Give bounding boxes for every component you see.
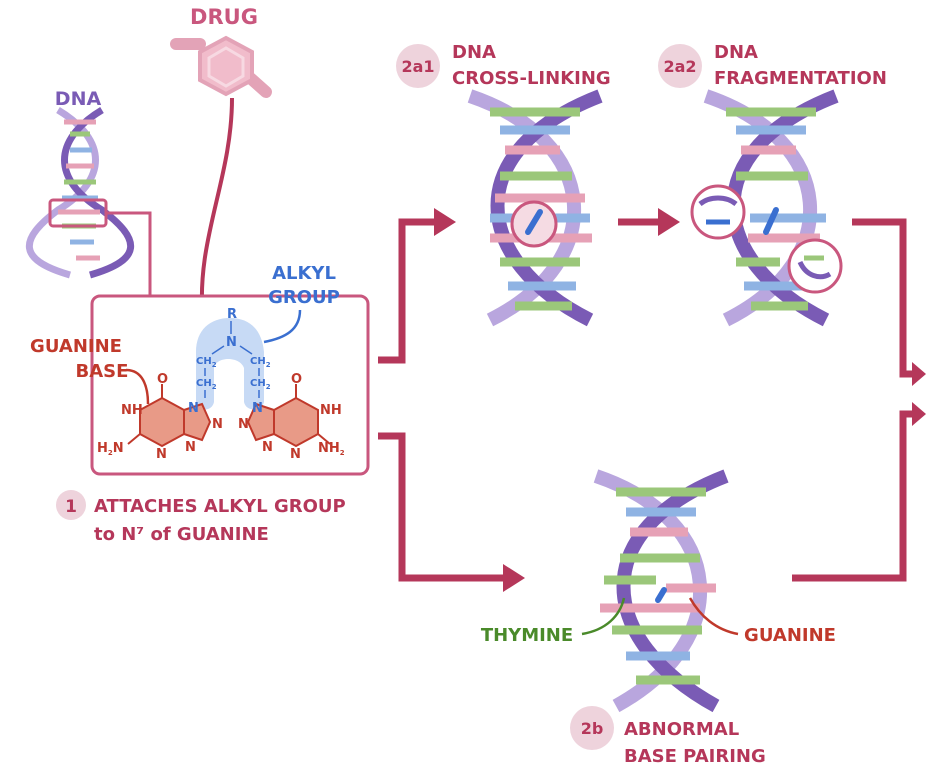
flow-arrows [378,218,918,582]
step1-caption-line1: ATTACHES ALKYL GROUP [94,496,346,517]
right-n-atom: N [318,441,329,456]
step1-caption-line2: to N⁷ of GUANINE [94,524,269,545]
arrowhead-right-upper [912,362,926,386]
ch2-right-top: CH [250,356,266,367]
step2a2-label-line1: DNA [714,42,758,63]
small-dna-helix [26,106,134,279]
thymine-label: THYMINE [481,625,573,646]
crosslinking-dna-helix [467,89,603,327]
right-n7-atom: N [252,401,263,416]
drug-label: DRUG [190,5,258,29]
alkyl-r-atom: R [227,307,237,322]
step1-badge-number: 1 [65,497,77,517]
svg-text:CH2: CH2 [250,378,271,391]
arrowhead-abnormal [503,564,525,592]
ch2-left-top: CH [196,356,212,367]
svg-text:CH2: CH2 [196,356,217,369]
step2a2-badge-text: 2a2 [663,57,696,76]
right-o-atom: O [291,372,302,387]
arrow-fragment-to-right [852,218,918,378]
alkyl-group-pointer [263,309,302,344]
fragment-highlight-circle-upper [690,184,746,240]
step2a1-badge-text: 2a1 [401,57,434,76]
step1-badge [56,490,86,520]
guanine-label: GUANINE [744,625,836,646]
arrowhead-crosslinking [434,208,456,236]
abnormal-pairing-dna-helix [593,469,729,713]
left-o-atom: O [157,372,168,387]
drug-to-guanine-arrow [194,97,234,328]
alkyl-group-label-line2: GROUP [268,287,340,308]
guanine-right-structure: O NH NH2 N N N N [238,372,345,462]
left-h2n-atom: H [97,441,108,456]
fragment-highlight-circle-lower [787,238,843,294]
arrow-to-crosslinking [378,218,436,364]
step2b-badge [570,706,614,750]
step2a1-badge [396,44,440,88]
zoom-connector-line [106,211,152,296]
left-n9-atom: N [185,440,196,455]
left-n3-atom: N [156,447,167,462]
thymine-pointer [581,597,626,636]
left-n-ring-atom: N [212,417,223,432]
arrow-to-abnormal-pairing [378,432,505,582]
alkyl-group-label-line1: ALKYL [272,263,336,284]
step2b-badge-text: 2b [581,719,604,738]
alkyl-n-atom: N [226,335,237,350]
svg-text:H2N: H2N [97,441,124,457]
step2b-label-line1: ABNORMAL [624,719,739,740]
guanine-left-structure: O NH H2N N N N N [97,372,223,462]
alkyl-group-highlight [196,318,264,410]
fragmentation-dna-helix [690,89,843,327]
arrowhead-fragment [658,208,680,236]
right-n9-atom: N [262,440,273,455]
arrowheads [434,208,926,592]
arrow-pairing-to-right [792,410,918,582]
dna-label: DNA [55,88,102,110]
right-nh-atom: NH [320,403,342,418]
step2a2-badge [658,44,702,88]
right-n-ring-atom: N [238,417,249,432]
ch2-right-bottom: CH [250,378,266,389]
right-n3-atom: N [290,447,301,462]
guanine-base-label-line2: BASE [76,361,129,382]
guanine-pointer [688,597,739,636]
step2a1-label-line2: CROSS-LINKING [452,68,611,89]
step2a1-label-line1: DNA [452,42,496,63]
left-nh-atom: NH [121,403,143,418]
svg-text:NH2: NH2 [318,441,345,457]
guanine-base-label-line1: GUANINE [30,336,122,357]
guanine-base-pointer [125,368,150,405]
svg-text:CH2: CH2 [250,356,271,369]
ch2-left-bottom: CH [196,378,212,389]
svg-text:CH2: CH2 [196,378,217,391]
step2b-label-line2: BASE PAIRING [624,746,766,767]
alkyl-chain: R N CH2 CH2 CH2 CH2 [196,307,271,398]
left-n7-atom: N [188,401,199,416]
arrowhead-right-lower [912,402,926,426]
step2a2-label-line2: FRAGMENTATION [714,68,887,89]
drug-molecule-icon [170,35,272,98]
